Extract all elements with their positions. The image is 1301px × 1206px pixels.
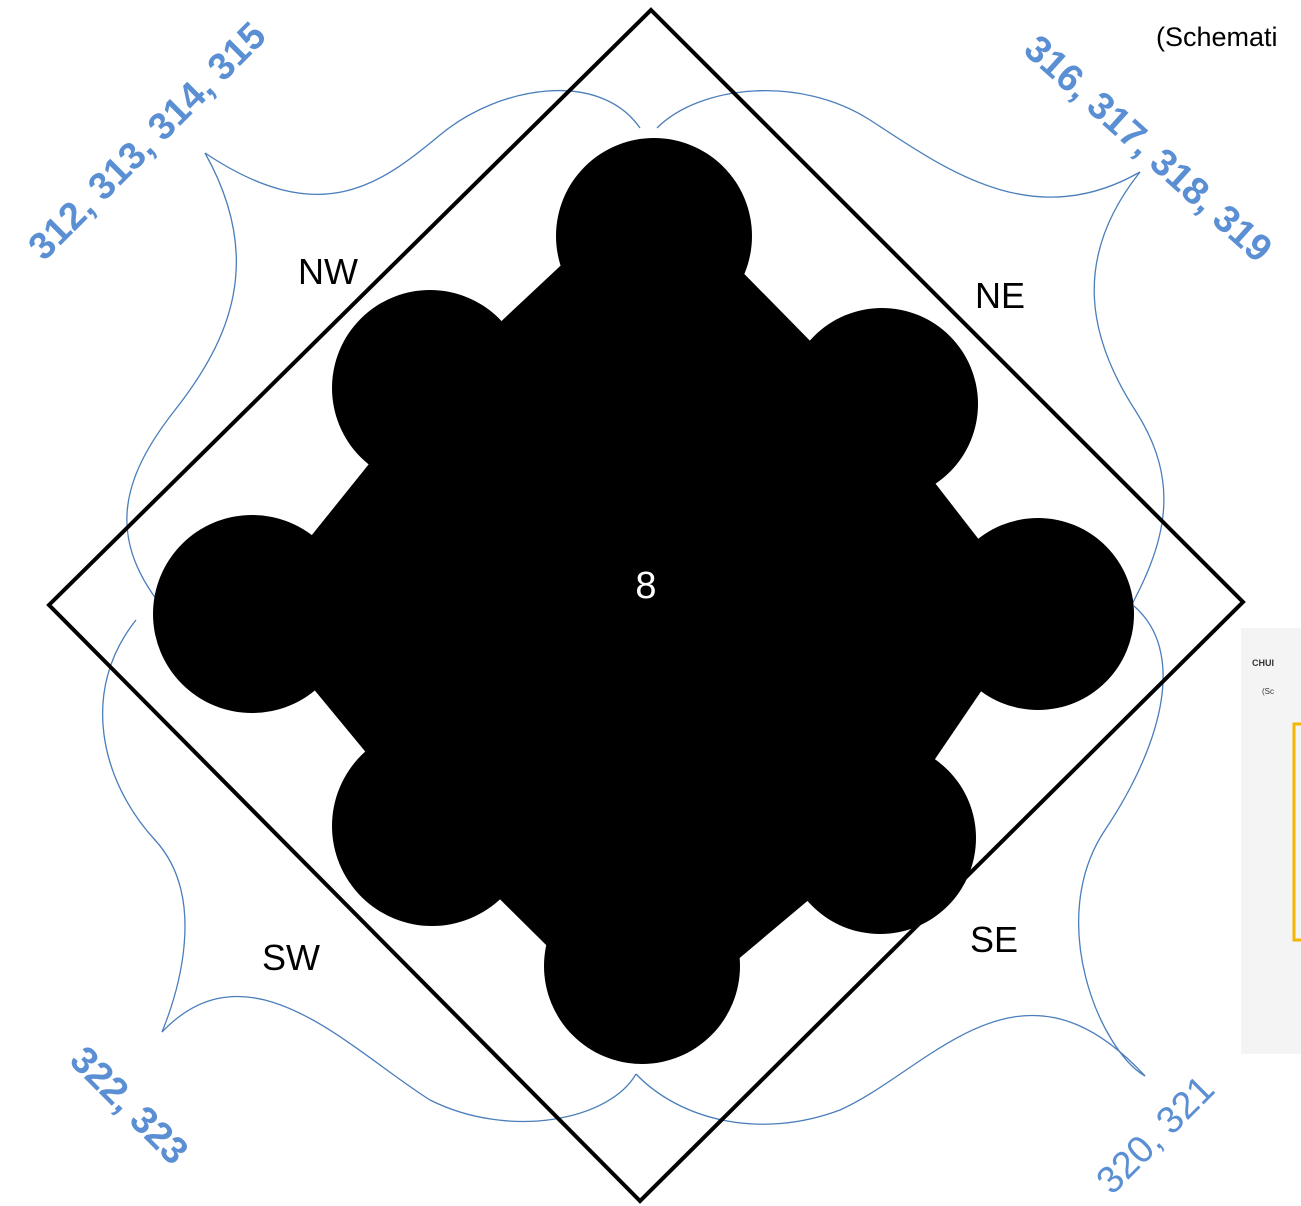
arc-bottom-left	[161, 996, 637, 1123]
footprint-lobe-e	[942, 518, 1134, 710]
footprint-lobe-nw	[332, 290, 528, 486]
inset-subtitle: (Sc	[1262, 687, 1274, 696]
inset-background	[1241, 628, 1301, 1054]
direction-nw-label: NW	[298, 251, 358, 292]
plot-label-sw: 322, 323	[62, 1039, 196, 1173]
footprint-lobe-s	[544, 868, 740, 1064]
inset-document-thumbnail: CHUI (Sc	[1241, 628, 1301, 1054]
arc-top-right	[656, 90, 1141, 198]
inset-title: CHUI	[1252, 658, 1274, 668]
direction-ne-label: NE	[975, 275, 1025, 316]
direction-sw-label: SW	[262, 937, 320, 978]
center-plot-number: 8	[635, 565, 656, 607]
arc-top-left	[204, 89, 641, 196]
footprint-lobe-sw	[332, 726, 532, 926]
schematic-caption: (Schemati	[1156, 22, 1278, 52]
footprint-lobe-w	[153, 515, 351, 713]
footprint-lobe-ne	[786, 308, 978, 500]
central-building-footprint	[153, 138, 1134, 1064]
arc-right-lower	[1078, 605, 1164, 1077]
inset-highlight-frame	[1292, 722, 1301, 942]
site-boundary-diamond	[46, 7, 1246, 1204]
footprint-lobe-se	[784, 742, 976, 934]
arc-right-upper	[1093, 171, 1165, 623]
direction-se-label: SE	[970, 919, 1018, 960]
plot-label-nw: 312, 313, 314, 315	[21, 15, 275, 269]
plot-label-se: 320, 321	[1089, 1068, 1223, 1202]
arc-left-upper	[126, 152, 237, 615]
plot-label-ne: 316, 317, 318, 319	[1016, 27, 1280, 270]
arc-left-lower	[101, 619, 186, 1033]
arc-bottom-right	[635, 1014, 1146, 1125]
footprint-lobe-n	[556, 138, 752, 334]
plot-boundary-arcs	[101, 89, 1165, 1125]
